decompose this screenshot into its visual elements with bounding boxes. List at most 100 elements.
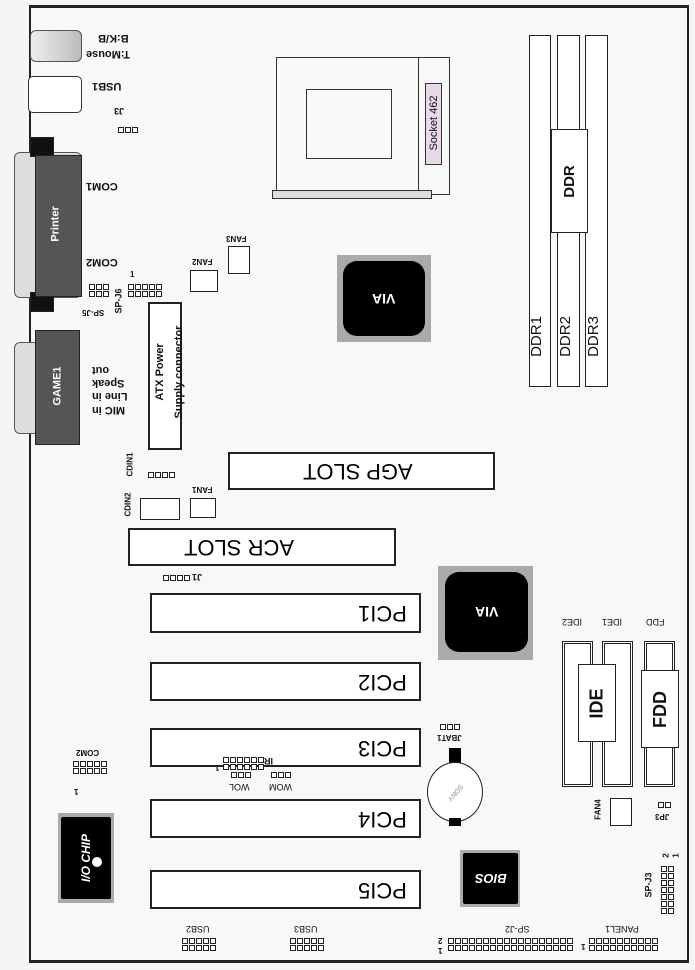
header-pin (304, 945, 310, 951)
header-pin (251, 757, 257, 763)
battery-label: SONY (445, 782, 465, 802)
header-pin (96, 284, 102, 290)
header-pin (661, 873, 667, 879)
agp-slot: AGP SLOT (228, 452, 495, 490)
header-pin (539, 945, 545, 951)
header-pin (532, 945, 538, 951)
header-pin (603, 945, 609, 951)
header-pin (610, 945, 616, 951)
header-pin (290, 938, 296, 944)
ddr-label-box: DDR (551, 129, 588, 233)
jbat1-label: JBAT1 (437, 733, 462, 742)
sp-j5-label: SP-J5 (82, 308, 105, 317)
header-pin (596, 945, 602, 951)
printer-label: Printer (49, 206, 62, 242)
header-pin (103, 284, 109, 290)
cdin2-connector (140, 498, 180, 520)
fan1-connector (190, 498, 216, 518)
fan4-label: FAN4 (593, 799, 603, 820)
bios-label: BIOS (474, 871, 507, 886)
header-pin (532, 938, 538, 944)
fan2-connector (190, 270, 218, 292)
sp-j2-label: SP-J2 (505, 924, 530, 934)
socket-label: Socket 462 (428, 95, 440, 151)
speak-label: Speak (92, 377, 125, 389)
mic-in-label: MIC in (92, 404, 125, 416)
southbridge-chip: VIA (445, 572, 528, 652)
sp-j3-label: SP-J3 (643, 872, 654, 898)
header-pin (203, 938, 209, 944)
header-pin (631, 938, 637, 944)
header-pin (189, 945, 195, 951)
wol-header (231, 772, 251, 778)
cdin2-label: CDIN2 (123, 492, 133, 517)
ir-pin1: 1 (215, 763, 220, 772)
header-pin (94, 761, 100, 767)
header-pin (617, 938, 623, 944)
fan1-label: FAN1 (192, 485, 213, 494)
game1-label: GAME1 (51, 366, 64, 406)
header-pin (668, 873, 674, 879)
header-pin (318, 945, 324, 951)
ide-label-box: IDE (578, 664, 616, 742)
header-pin (135, 291, 141, 297)
atx-label-2: Supply connector (173, 325, 185, 419)
header-pin (490, 938, 496, 944)
header-pin (182, 945, 188, 951)
header-pin (101, 768, 107, 774)
header-pin (661, 894, 667, 900)
header-pin (238, 772, 244, 778)
wom-header (271, 772, 291, 778)
header-pin (182, 938, 188, 944)
header-pin (230, 757, 236, 763)
header-pin (546, 938, 552, 944)
acr-slot: ACR SLOT (128, 528, 396, 566)
header-pin (210, 945, 216, 951)
header-pin (645, 938, 651, 944)
header-pin (101, 761, 107, 767)
header-pin (624, 938, 630, 944)
header-pin (162, 472, 168, 478)
header-pin (553, 945, 559, 951)
header-pin (184, 575, 190, 581)
header-pin (455, 945, 461, 951)
northbridge-chip: VIA (343, 261, 425, 336)
usb2-label: USB2 (186, 924, 210, 934)
io-chip: I/O CHIP (61, 817, 111, 899)
sp-j2-pin2: 2 (438, 936, 443, 945)
header-pin (87, 768, 93, 774)
header-pin (638, 938, 644, 944)
socket-lever (272, 190, 432, 199)
panel1-header (589, 938, 658, 951)
header-pin (546, 945, 552, 951)
header-pin (142, 284, 148, 290)
kb-label: B:K/B (98, 32, 129, 44)
header-pin (497, 945, 503, 951)
header-pin (94, 768, 100, 774)
header-pin (617, 945, 623, 951)
header-pin (311, 945, 317, 951)
header-pin (652, 938, 658, 944)
sp-j3-pin2: 2 (661, 853, 671, 858)
header-pin (668, 880, 674, 886)
header-pin (525, 945, 531, 951)
header-pin (560, 945, 566, 951)
header-pin (318, 938, 324, 944)
panel1-label: PANEL1 (605, 924, 639, 934)
battery-clip (449, 748, 461, 764)
header-pin (668, 866, 674, 872)
ir-header (223, 757, 264, 770)
sp-j2-header (448, 938, 573, 951)
header-pin (560, 938, 566, 944)
header-pin (132, 127, 138, 133)
com2-header (73, 761, 107, 774)
header-pin (661, 901, 667, 907)
header-pin (87, 761, 93, 767)
header-pin (118, 127, 124, 133)
header-pin (645, 945, 651, 951)
header-pin (668, 887, 674, 893)
header-pin (454, 724, 460, 730)
header-pin (462, 945, 468, 951)
atx-power-connector (148, 302, 182, 450)
header-pin (251, 764, 257, 770)
